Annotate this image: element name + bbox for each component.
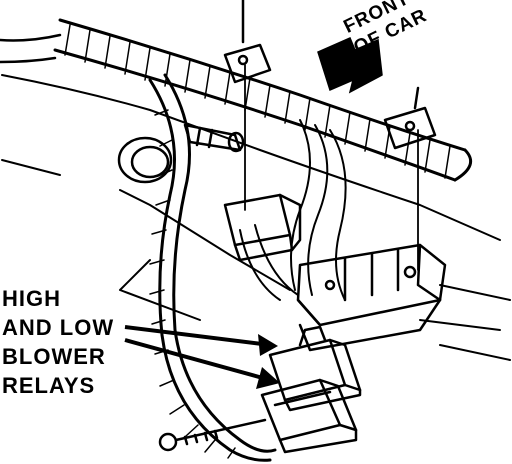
relay-callout-label: HIGH AND LOW BLOWER RELAYS [2,284,114,400]
callout-line-1: HIGH [2,286,61,311]
callout-arrowhead-upper [258,334,278,356]
harness-bracket-left [223,0,272,84]
resistor-assembly [296,243,447,352]
callout-arrowhead-lower [256,367,280,389]
callout-arrow-lower [124,338,271,382]
dropper-wires [239,119,347,301]
front-direction-arrow [317,37,383,94]
mounting-screw [158,418,267,452]
firewall-opening [117,136,173,184]
blower-relay-2 [260,378,358,454]
callout-arrows [124,325,280,389]
callout-line-3: BLOWER [2,344,106,369]
blower-relay-1 [268,325,362,412]
main-wiring-harness [0,18,473,182]
callout-arrow-upper [124,325,271,347]
stud-leader-lines [244,64,419,271]
callout-line-4: RELAYS [2,373,96,398]
left-wiring-loop [148,73,277,462]
harness-connector [183,123,245,153]
harness-bracket-right [383,86,437,150]
callout-line-2: AND LOW [2,315,115,340]
mounting-block-upper [223,193,302,262]
firewall-panel [1,74,511,361]
